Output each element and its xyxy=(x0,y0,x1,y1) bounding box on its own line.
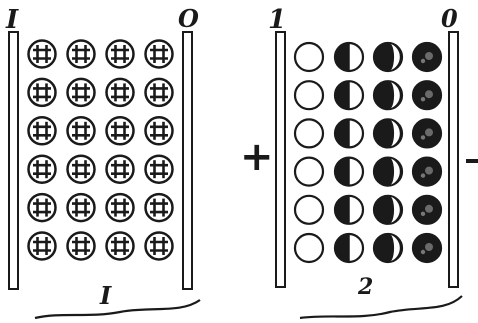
top-left-label: 1 xyxy=(268,5,286,35)
top-left-label: I xyxy=(5,5,19,35)
hash-icon xyxy=(29,233,56,260)
top-right-label: 0 xyxy=(441,4,458,33)
panel-2: 1 0 2 xyxy=(268,4,462,318)
half-filled-circle-icon xyxy=(335,81,363,109)
plus-sign: + xyxy=(240,134,274,180)
half-filled-circle-icon xyxy=(335,234,363,262)
hash-icon xyxy=(68,41,95,68)
hash-icon xyxy=(29,79,56,106)
left-bar xyxy=(276,32,285,287)
mostly-filled-circle-icon xyxy=(374,234,402,262)
mostly-filled-circle-icon xyxy=(374,43,402,71)
bottom-curve xyxy=(35,300,200,318)
empty-circle-icon xyxy=(295,43,323,71)
hash-icon xyxy=(107,194,134,221)
hash-icon xyxy=(107,156,134,183)
half-filled-circle-icon xyxy=(335,119,363,147)
top-right-label: O xyxy=(178,4,199,33)
filled-circle-icon xyxy=(413,119,441,147)
hash-icon xyxy=(107,79,134,106)
hash-icon xyxy=(29,41,56,68)
hash-icon xyxy=(146,41,173,68)
half-filled-circle-icon xyxy=(335,43,363,71)
hash-icon xyxy=(107,41,134,68)
empty-circle-icon xyxy=(295,81,323,109)
empty-circle-icon xyxy=(295,119,323,147)
hash-icon xyxy=(146,79,173,106)
filled-circle-icon xyxy=(413,234,441,262)
bottom-curve xyxy=(300,296,462,318)
hash-icon xyxy=(68,233,95,260)
hash-icon xyxy=(68,79,95,106)
hash-icon xyxy=(146,233,173,260)
half-filled-circle-icon xyxy=(335,158,363,186)
mostly-filled-circle-icon xyxy=(374,119,402,147)
hash-icon xyxy=(146,194,173,221)
mostly-filled-circle-icon xyxy=(374,81,402,109)
hash-icon xyxy=(68,156,95,183)
filled-circle-icon xyxy=(413,196,441,224)
hash-icon xyxy=(29,117,56,144)
bottom-label: 2 xyxy=(357,274,373,300)
half-filled-circle-icon xyxy=(335,196,363,224)
mostly-filled-circle-icon xyxy=(374,158,402,186)
cell-grid xyxy=(29,41,173,260)
cell-grid xyxy=(295,43,441,262)
hash-icon xyxy=(29,194,56,221)
hash-icon xyxy=(68,194,95,221)
right-bar xyxy=(449,32,458,287)
right-bar xyxy=(183,32,192,289)
empty-circle-icon xyxy=(295,158,323,186)
hash-icon xyxy=(146,117,173,144)
mostly-filled-circle-icon xyxy=(374,196,402,224)
empty-circle-icon xyxy=(295,196,323,224)
filled-circle-icon xyxy=(413,81,441,109)
hash-icon xyxy=(146,156,173,183)
hash-icon xyxy=(29,156,56,183)
empty-circle-icon xyxy=(295,234,323,262)
hash-icon xyxy=(68,117,95,144)
filled-circle-icon xyxy=(413,43,441,71)
minus-sign xyxy=(466,159,478,163)
hash-icon xyxy=(107,233,134,260)
bottom-label: I xyxy=(99,281,112,310)
filled-circle-icon xyxy=(413,158,441,186)
left-bar xyxy=(9,32,18,289)
hash-icon xyxy=(107,117,134,144)
panel-1: I O I xyxy=(5,4,200,318)
